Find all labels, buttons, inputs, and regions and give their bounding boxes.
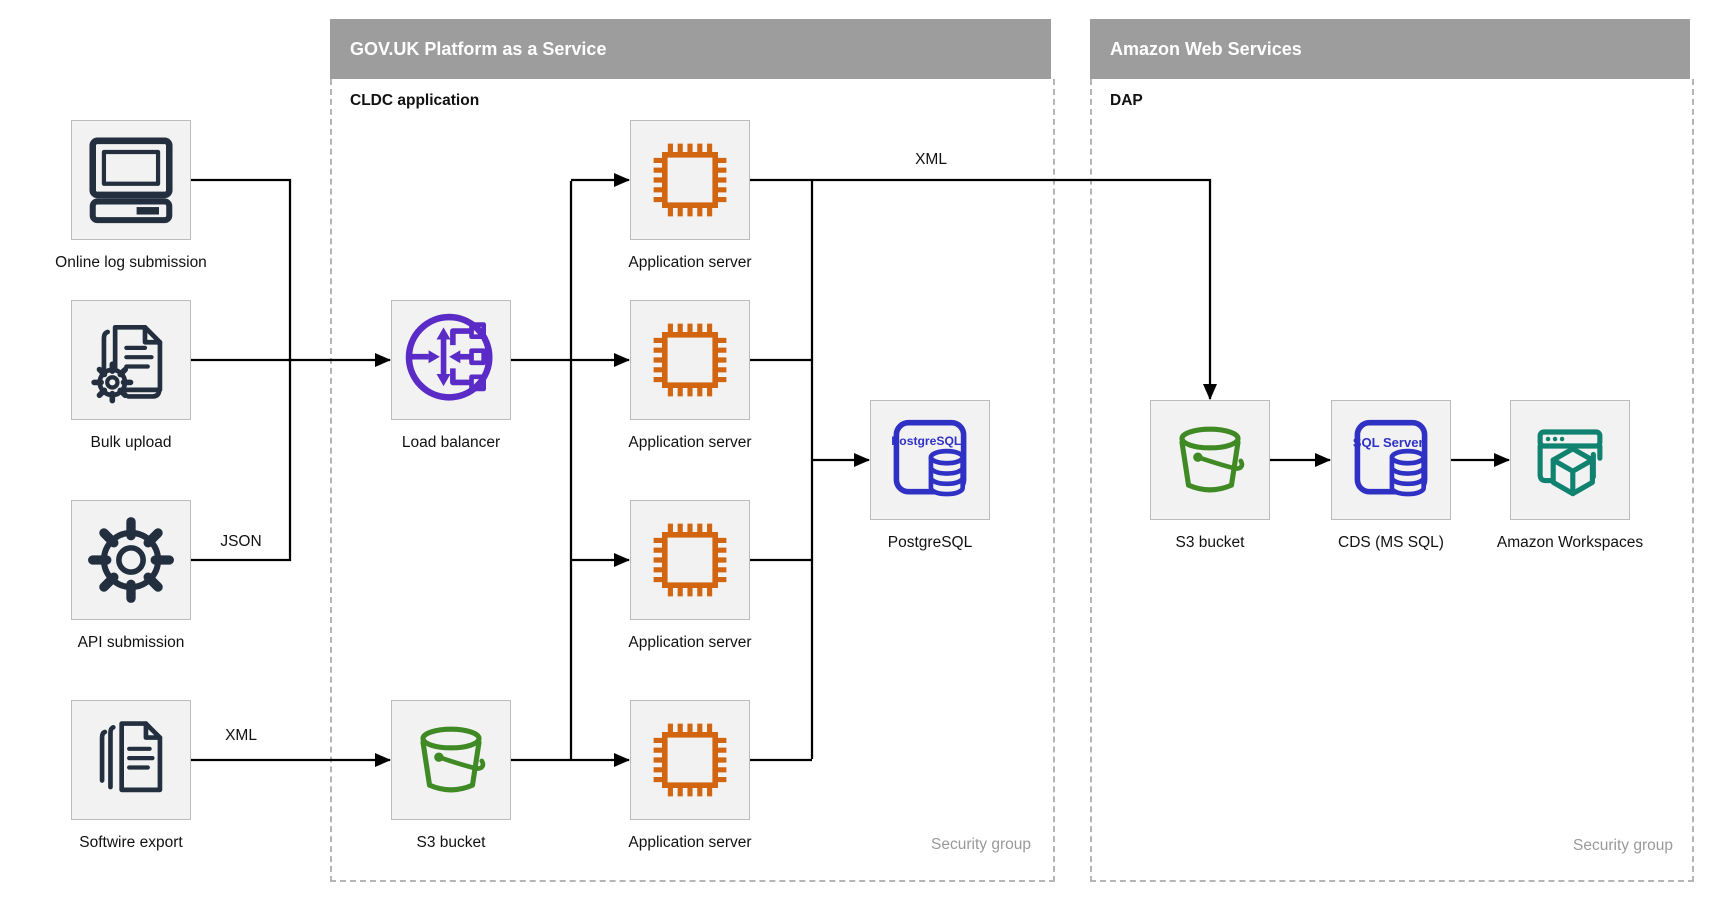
aws-header: Amazon Web Services xyxy=(1090,19,1690,79)
node-amazon-workspaces xyxy=(1510,400,1630,520)
application-server-4-label: Application server xyxy=(628,834,752,851)
govuk-paas-header: GOV.UK Platform as a Service xyxy=(330,19,1051,79)
node-online-log-submission xyxy=(71,120,191,240)
node-bulk-upload xyxy=(71,300,191,420)
node-application-server-1 xyxy=(630,120,750,240)
node-postgresql: PostgreSQL xyxy=(870,400,990,520)
postgresql-label: PostgreSQL xyxy=(887,534,973,551)
s3-bucket-govuk-label: S3 bucket xyxy=(416,834,486,851)
sql-server-icon: SQL Server xyxy=(1353,419,1428,497)
api-submission-label: API submission xyxy=(77,634,185,651)
s3-bucket-icon xyxy=(420,726,486,793)
node-s3-bucket-aws xyxy=(1150,400,1270,520)
aws-subtitle: DAP xyxy=(1110,92,1143,109)
cds-mssql-label: CDS (MS SQL) xyxy=(1338,534,1444,551)
chip-icon xyxy=(653,143,727,217)
gear-icon xyxy=(88,517,174,603)
amazon-workspaces-label: Amazon Workspaces xyxy=(1496,534,1644,551)
postgresql-icon-text: PostgreSQL xyxy=(891,434,962,448)
s3-bucket-aws-label: S3 bucket xyxy=(1175,534,1245,551)
edge-onlinelog-merge xyxy=(191,178,292,362)
chip-icon xyxy=(653,523,727,597)
workspaces-icon xyxy=(1537,429,1603,497)
govuk-paas-subtitle: CLDC application xyxy=(350,92,480,109)
online-log-submission-label: Online log submission xyxy=(55,254,207,271)
govuk-security-group-label: Security group xyxy=(931,836,1031,853)
sql-server-icon-text: SQL Server xyxy=(1353,435,1424,450)
node-api-submission xyxy=(71,500,191,620)
edge-app1-to-aws-s3 xyxy=(750,178,1217,400)
edge-label-xml-softwire: XML xyxy=(225,727,257,744)
node-cds-mssql: SQL Server xyxy=(1331,400,1451,520)
node-application-server-2 xyxy=(630,300,750,420)
stacked-documents-icon xyxy=(99,721,163,793)
application-server-3-label: Application server xyxy=(628,634,752,651)
node-softwire-export xyxy=(71,700,191,820)
computer-icon xyxy=(89,137,173,224)
load-balancer-label: Load balancer xyxy=(401,434,501,451)
softwire-export-label: Softwire export xyxy=(79,834,183,851)
load-balancer-icon xyxy=(405,313,493,401)
s3-bucket-icon xyxy=(1179,426,1245,493)
aws-security-group-label: Security group xyxy=(1573,837,1673,854)
edge-label-json: JSON xyxy=(220,533,262,550)
govuk-paas-container xyxy=(330,79,1055,882)
edge-api-merge xyxy=(191,358,292,562)
application-server-2-label: Application server xyxy=(628,434,752,451)
node-load-balancer xyxy=(391,300,511,420)
chip-icon xyxy=(653,323,727,397)
document-gear-icon xyxy=(91,325,163,404)
node-s3-bucket-govuk xyxy=(391,700,511,820)
edge-label-xml-aws: XML xyxy=(915,151,947,168)
node-application-server-3 xyxy=(630,500,750,620)
postgresql-icon: PostgreSQL xyxy=(891,419,967,497)
application-server-1-label: Application server xyxy=(628,254,752,271)
node-application-server-4 xyxy=(630,700,750,820)
bulk-upload-label: Bulk upload xyxy=(90,434,172,451)
aws-container xyxy=(1090,79,1694,882)
chip-icon xyxy=(653,723,727,797)
